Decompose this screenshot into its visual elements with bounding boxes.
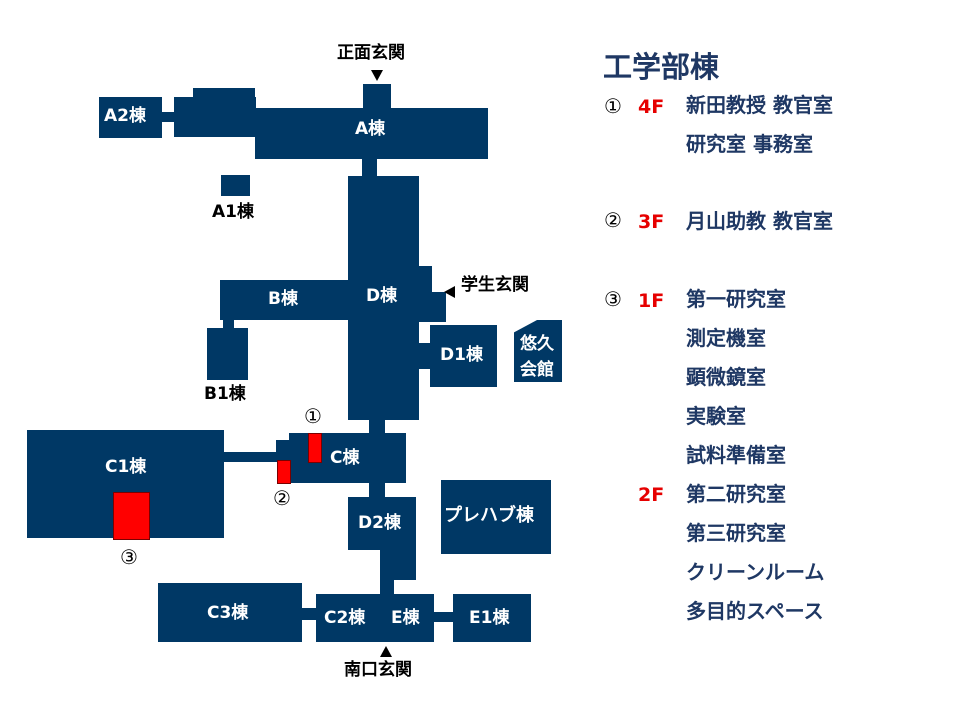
legend-floor-1f: 1F bbox=[638, 290, 665, 312]
legend-room: 第三研究室 bbox=[686, 521, 786, 545]
legend-room: 試料準備室 bbox=[686, 443, 786, 467]
building-b1 bbox=[207, 328, 248, 380]
map-marker-3: ③ bbox=[120, 545, 138, 569]
arrow-up-icon bbox=[380, 646, 392, 657]
building-prefab bbox=[441, 480, 551, 554]
label-yuukyu-1: 悠久 bbox=[520, 334, 554, 354]
legend-floor-4f: 4F bbox=[638, 96, 665, 118]
label-a2: A2棟 bbox=[104, 106, 146, 126]
label-south-entrance: 南口玄関 bbox=[344, 660, 412, 680]
building-c3 bbox=[158, 583, 302, 642]
legend-marker-2: ② bbox=[604, 208, 622, 232]
label-e1: E1棟 bbox=[469, 608, 510, 628]
building-a1 bbox=[221, 175, 250, 196]
label-c2: C2棟 bbox=[324, 608, 366, 628]
label-main-entrance: 正面玄関 bbox=[337, 43, 405, 63]
building-a bbox=[255, 108, 488, 159]
connector-d-c bbox=[369, 418, 385, 436]
legend-room: 第一研究室 bbox=[686, 287, 786, 311]
legend-floor-3f: 3F bbox=[638, 211, 665, 233]
legend-floor-2f: 2F bbox=[638, 484, 665, 506]
building-d1 bbox=[430, 325, 497, 387]
connector-a-d bbox=[362, 157, 377, 177]
legend-room: 月山助教 教官室 bbox=[686, 209, 833, 233]
label-d: D棟 bbox=[366, 286, 398, 306]
label-d1: D1棟 bbox=[440, 345, 483, 365]
label-c3: C3棟 bbox=[207, 603, 249, 623]
label-a1: A1棟 bbox=[212, 202, 254, 222]
building-c2-e bbox=[316, 594, 434, 642]
map-marker-1: ① bbox=[304, 404, 322, 428]
legend-room: 第二研究室 bbox=[686, 482, 786, 506]
connector-b-b1 bbox=[223, 318, 234, 330]
building-a-entrance bbox=[363, 84, 391, 110]
label-a: A棟 bbox=[355, 119, 386, 139]
building-a-west-wing bbox=[174, 97, 256, 137]
connector-d2-c2 bbox=[380, 578, 394, 596]
connector-e-e1 bbox=[432, 612, 456, 622]
connector-c-d2 bbox=[369, 481, 385, 499]
legend-room: 実験室 bbox=[686, 404, 746, 428]
building-b bbox=[220, 280, 350, 320]
label-d2: D2棟 bbox=[358, 513, 401, 533]
building-e1 bbox=[453, 594, 531, 642]
building-d2-south-tail bbox=[380, 548, 416, 580]
legend-room: 測定機室 bbox=[686, 326, 766, 350]
building-a2 bbox=[99, 97, 162, 138]
legend-marker-1: ① bbox=[604, 94, 622, 118]
highlight-room-3 bbox=[113, 492, 150, 540]
connector-a2-a bbox=[160, 112, 176, 122]
label-e: E棟 bbox=[391, 608, 420, 628]
connector-c3-c2 bbox=[300, 608, 318, 620]
label-prefab: プレハブ棟 bbox=[444, 505, 534, 526]
arrow-down-icon bbox=[371, 70, 383, 81]
legend-room: クリーンルーム bbox=[686, 560, 825, 584]
building-yuukyu-kaikan bbox=[514, 320, 562, 382]
highlight-room-2 bbox=[277, 460, 291, 484]
arrow-left-icon bbox=[444, 286, 455, 298]
building-d bbox=[348, 176, 419, 420]
legend-title: 工学部棟 bbox=[603, 50, 720, 84]
legend-marker-3: ③ bbox=[604, 287, 622, 311]
building-d-bump-lower bbox=[418, 292, 446, 322]
legend-room: 研究室 事務室 bbox=[686, 132, 813, 156]
map-marker-2: ② bbox=[273, 486, 291, 510]
legend-room: 多目的スペース bbox=[686, 599, 824, 623]
legend-room: 新田教授 教官室 bbox=[686, 93, 833, 117]
legend-room: 顕微鏡室 bbox=[686, 365, 766, 389]
connector-c1-c bbox=[222, 452, 290, 462]
building-d-bump bbox=[418, 266, 432, 296]
label-yuukyu-2: 会館 bbox=[520, 360, 554, 380]
label-student-entrance: 学生玄関 bbox=[461, 275, 529, 295]
highlight-room-1 bbox=[308, 433, 322, 463]
label-b1: B1棟 bbox=[204, 384, 246, 404]
connector-d-d1 bbox=[417, 343, 432, 369]
building-d2 bbox=[348, 497, 416, 550]
label-c1: C1棟 bbox=[105, 457, 147, 477]
building-a-west-top bbox=[193, 88, 255, 100]
label-c: C棟 bbox=[330, 448, 360, 468]
label-b: B棟 bbox=[268, 289, 298, 309]
